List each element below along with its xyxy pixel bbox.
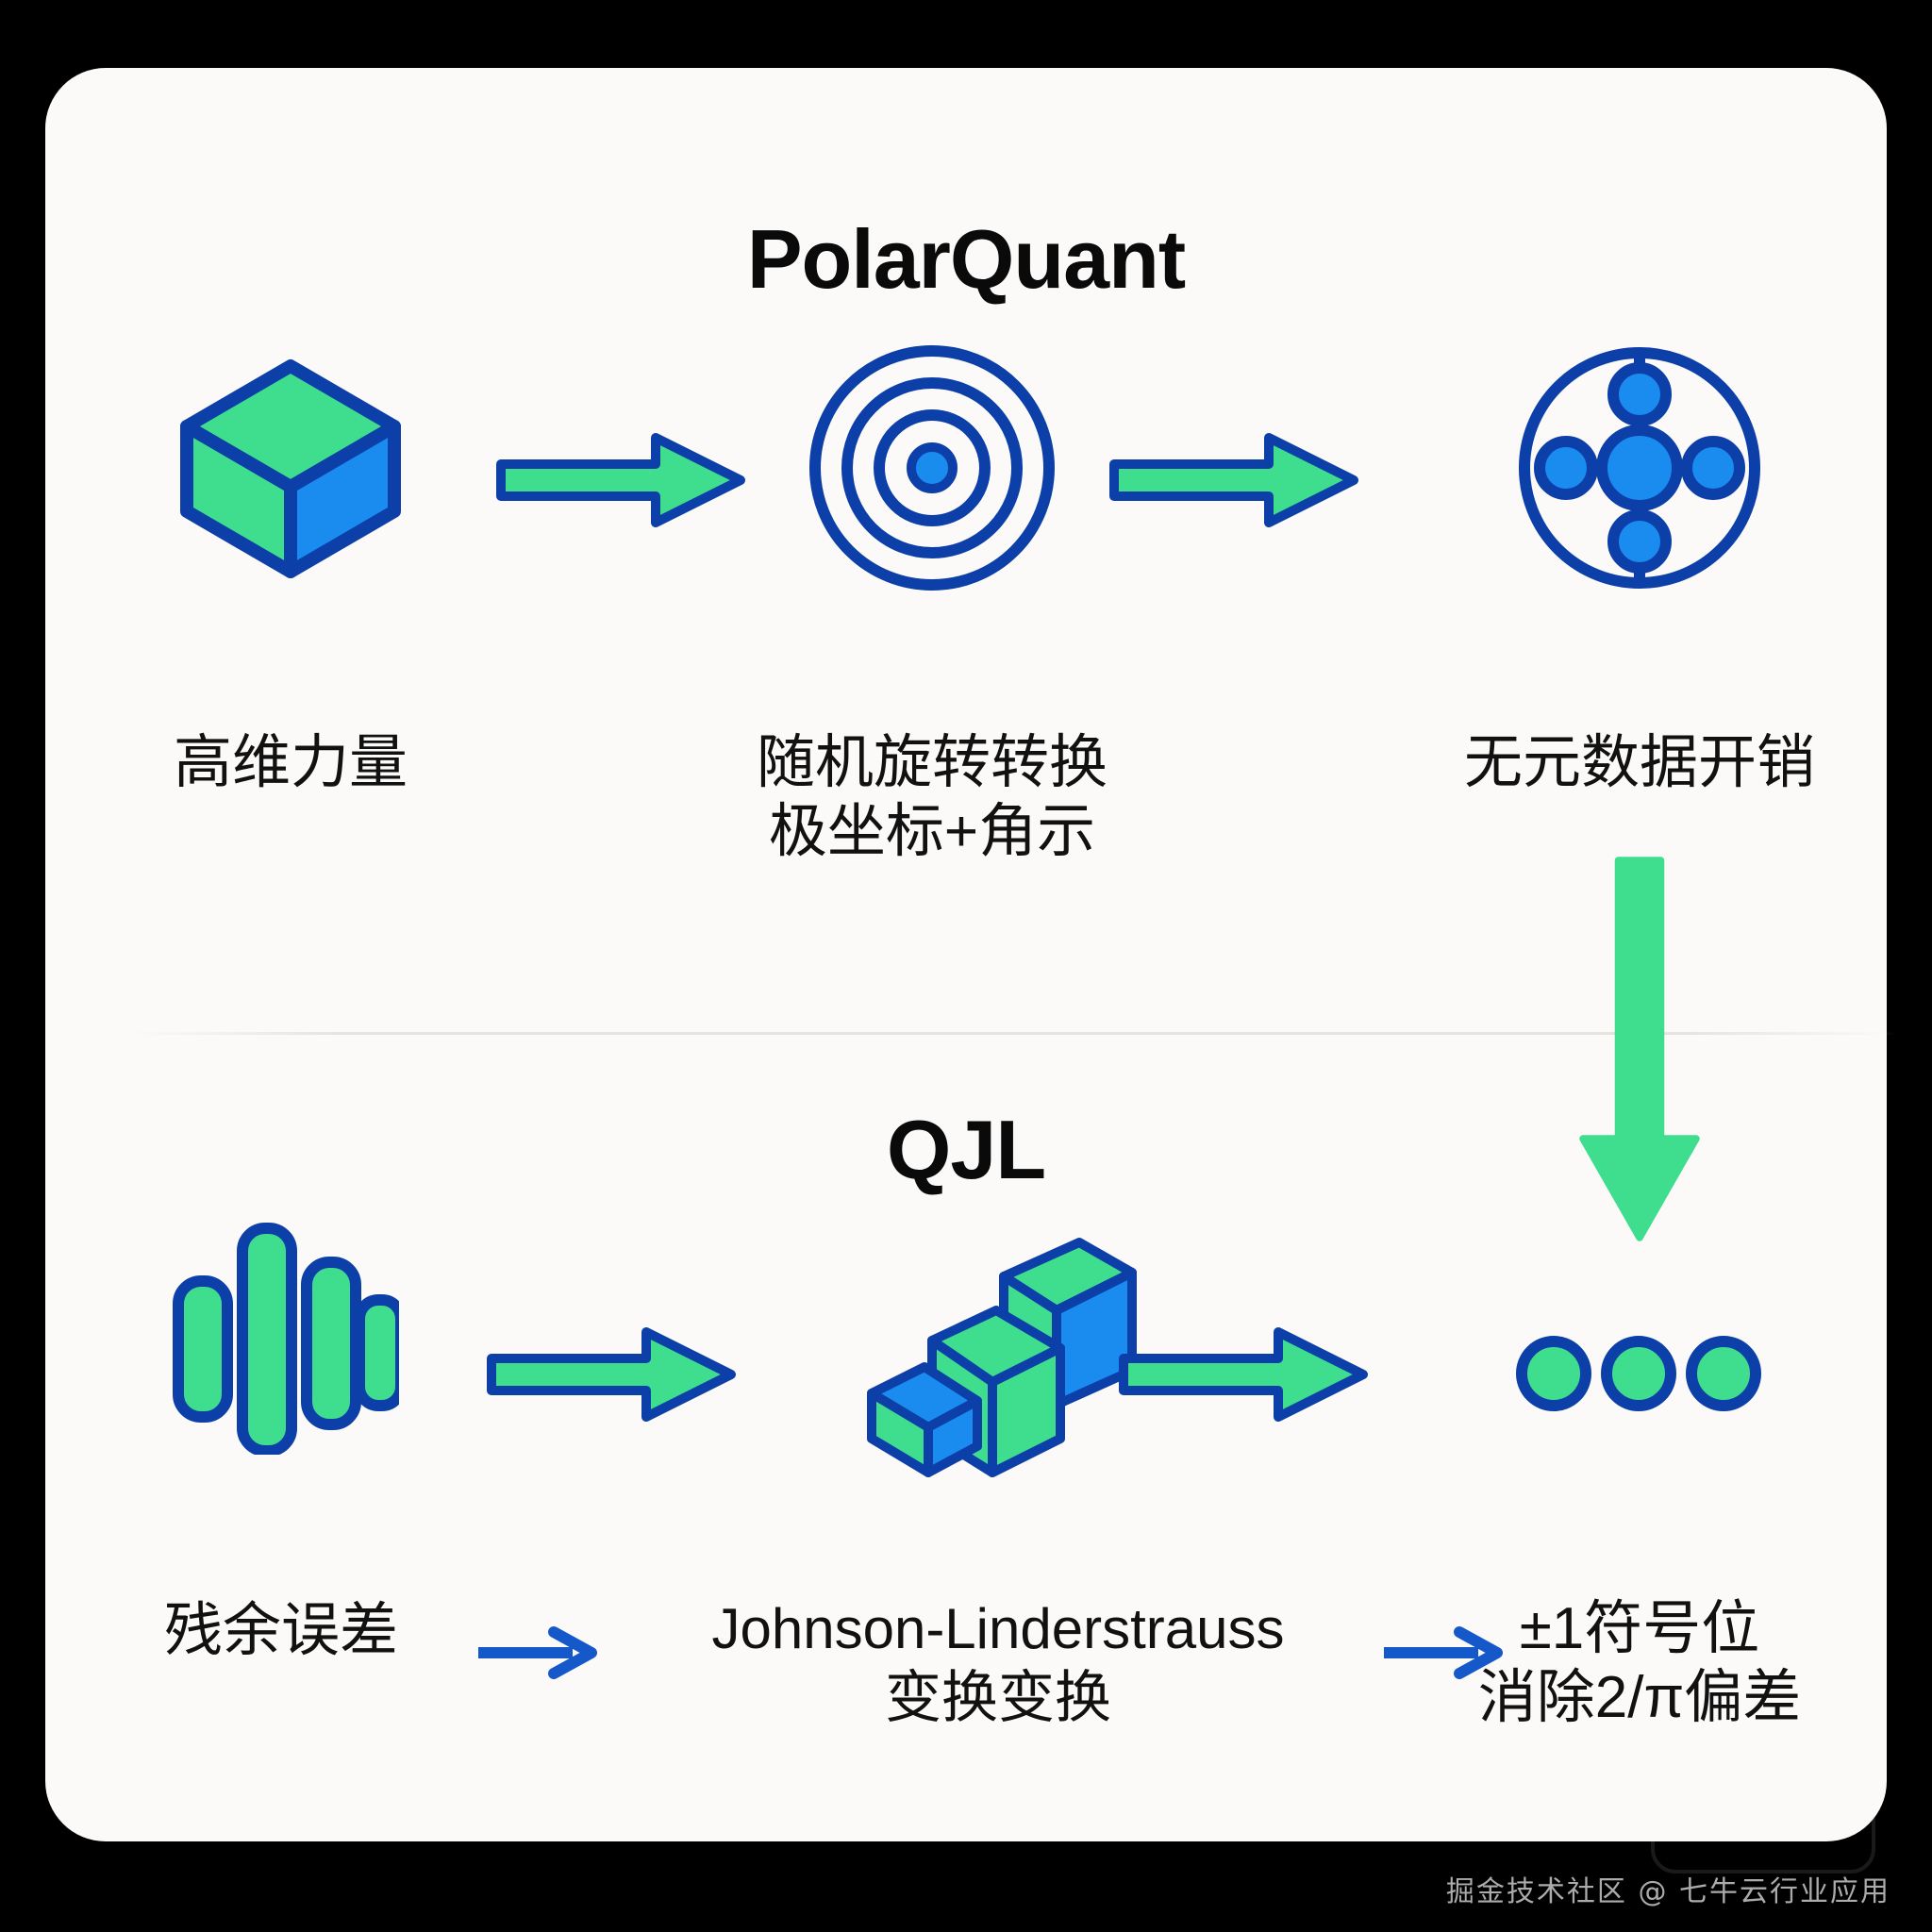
arrow-3 bbox=[470, 1323, 753, 1426]
label-target: 随机旋转转换 极坐标+角示 bbox=[696, 728, 1168, 866]
step-dots[interactable] bbox=[1451, 1323, 1828, 1426]
label-line-1: 无元数据开销 bbox=[1463, 730, 1815, 795]
section-divider bbox=[130, 1032, 1896, 1035]
label-line-1: Johnson-Linderstrauss bbox=[711, 1597, 1285, 1660]
label-cube: 高维力量 bbox=[102, 728, 479, 797]
label-line-2: 变换变换 bbox=[885, 1666, 1111, 1730]
arrow-down-icon bbox=[1579, 857, 1700, 1241]
stacked-blocks-icon bbox=[867, 1238, 1137, 1477]
step-nodes[interactable] bbox=[1451, 341, 1828, 594]
step-bars[interactable] bbox=[102, 1209, 460, 1455]
step-blocks[interactable] bbox=[800, 1224, 1196, 1497]
step-target[interactable] bbox=[743, 340, 1121, 596]
thin-arrow-right-icon bbox=[478, 1626, 597, 1679]
arrow-right-icon bbox=[487, 1327, 736, 1422]
connector-arrow bbox=[1526, 851, 1753, 1247]
page-title: PolarQuant bbox=[746, 212, 1186, 306]
bar-signal-icon bbox=[173, 1223, 399, 1455]
thin-arrow-right-icon bbox=[1384, 1626, 1503, 1679]
cube-icon bbox=[180, 359, 401, 578]
label-nodes: 无元数据开销 bbox=[1404, 728, 1875, 797]
arrow-right-icon bbox=[1109, 433, 1358, 527]
diagram-card: PolarQuant bbox=[45, 68, 1896, 1841]
label-line-2: 消除2/π偏差 bbox=[1477, 1665, 1802, 1731]
watermark-text: 掘金技术社区 @ 七牛云行业应用 bbox=[1445, 1875, 1890, 1908]
watermark-badge bbox=[1651, 1775, 1875, 1874]
concentric-target-icon bbox=[809, 345, 1055, 591]
arrow-right-icon bbox=[496, 433, 745, 527]
arrow-right-icon bbox=[1119, 1327, 1368, 1422]
arrow-2 bbox=[1092, 428, 1375, 532]
section-title-qjl: QJL bbox=[886, 1103, 1046, 1196]
label-bars: 残余误差 bbox=[102, 1596, 460, 1665]
label-line-1: 高维力量 bbox=[173, 730, 408, 795]
label-blocks: Johnson-Linderstrauss 变换变换 bbox=[611, 1594, 1385, 1732]
step-cube[interactable] bbox=[102, 351, 479, 587]
arrow-1 bbox=[479, 428, 762, 532]
label-line-2: 极坐标+角示 bbox=[768, 799, 1096, 865]
arrow-4 bbox=[1102, 1323, 1385, 1426]
label-line-1: 残余误差 bbox=[163, 1598, 398, 1663]
label-line-1: 随机旋转转换 bbox=[756, 730, 1108, 795]
thin-arrow-1 bbox=[451, 1624, 621, 1681]
three-dots-icon bbox=[1516, 1336, 1761, 1411]
circle-nodes-icon bbox=[1519, 347, 1760, 589]
thin-arrow-2 bbox=[1357, 1624, 1526, 1681]
label-dots: ±1符号位 消除2/π偏差 bbox=[1404, 1594, 1875, 1732]
label-line-1: ±1符号位 bbox=[1519, 1596, 1760, 1661]
